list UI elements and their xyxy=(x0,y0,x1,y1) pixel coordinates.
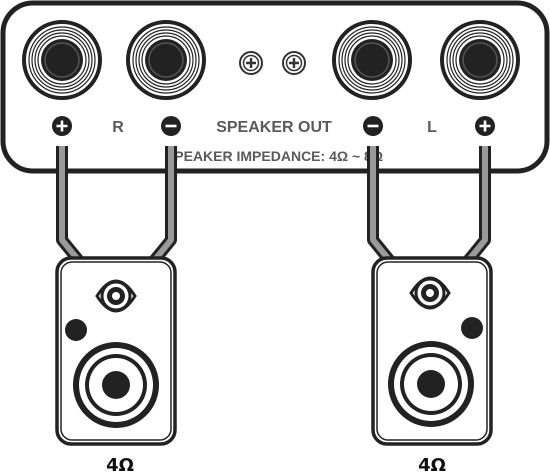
binding-post-icon xyxy=(126,20,206,100)
minus-icon xyxy=(361,114,385,138)
port-icon xyxy=(65,319,87,341)
speaker-right-rating: 4Ω xyxy=(106,455,134,475)
wire-left-plus xyxy=(462,146,491,266)
screw-icon xyxy=(281,50,307,76)
binding-post-icon xyxy=(332,20,412,100)
woofer-icon xyxy=(73,342,159,428)
impedance-note: SPEAKER IMPEDANCE: 4Ω ~ 8Ω xyxy=(165,148,383,164)
binding-post-icon xyxy=(22,20,102,100)
wire-right-plus xyxy=(56,146,85,266)
binding-post-icon xyxy=(440,20,520,100)
channel-right-label: R xyxy=(112,119,124,136)
tweeter-icon xyxy=(409,276,451,310)
plus-icon xyxy=(50,114,74,138)
screw-icon xyxy=(238,50,264,76)
tweeter-icon xyxy=(95,279,137,313)
speaker-left-channel xyxy=(371,256,493,446)
speaker-out-label: SPEAKER OUT xyxy=(216,119,332,136)
woofer-icon xyxy=(388,341,474,427)
minus-icon xyxy=(159,114,183,138)
channel-left-label: L xyxy=(427,119,437,136)
speaker-left-rating: 4Ω xyxy=(418,455,446,475)
plus-icon xyxy=(473,114,497,138)
speaker-right-channel xyxy=(55,256,177,446)
wire-left-minus xyxy=(367,146,396,266)
port-icon xyxy=(461,317,483,339)
wire-right-minus xyxy=(148,146,177,266)
